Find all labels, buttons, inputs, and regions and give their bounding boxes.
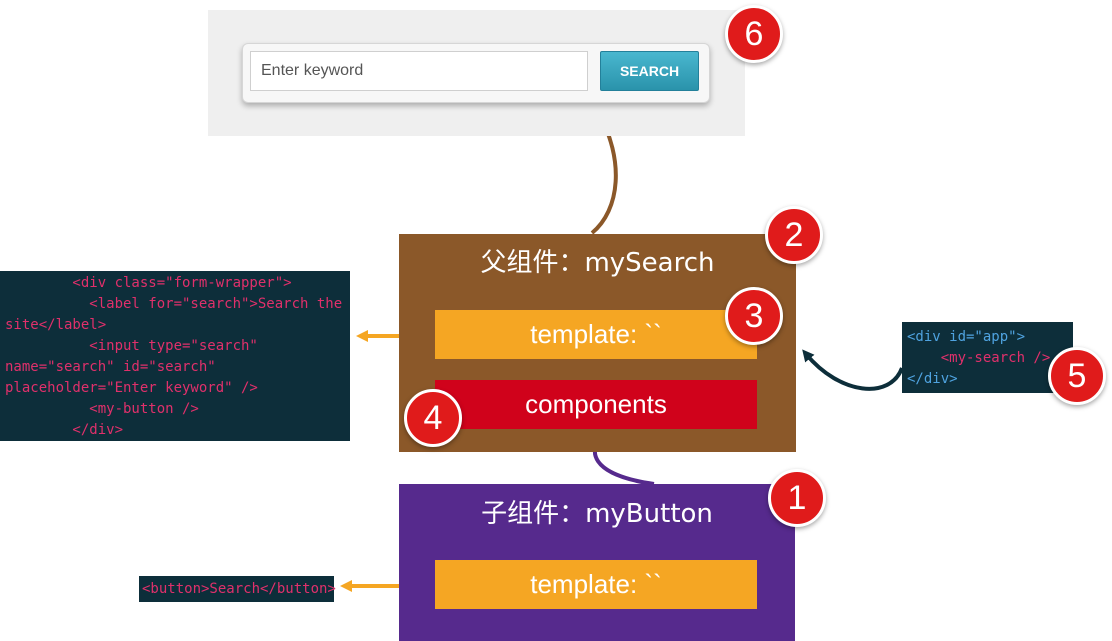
step-badge-1: 1 <box>768 469 826 527</box>
parent-component-title: 父组件：mySearch <box>480 248 715 278</box>
step-badge-2: 2 <box>765 206 823 264</box>
app-code-panel: <div id="app"> <my-search /> </div> <box>902 322 1073 393</box>
search-input[interactable] <box>250 51 588 91</box>
code-line: <my-button /> <box>5 401 199 417</box>
button-code-panel: <button>Search</button> <box>139 576 336 602</box>
code-line: <my-search /> <box>907 350 1051 366</box>
parent-components-block: components <box>435 380 757 429</box>
code-line: placeholder="Enter keyword" /> <box>5 380 258 396</box>
code-line: </div> <box>907 371 958 387</box>
code-line: </div> <box>5 422 124 438</box>
search-button[interactable]: SEARCH <box>600 51 699 91</box>
code-line: <input type="search" <box>5 338 258 354</box>
step-badge-3: 3 <box>725 287 783 345</box>
child-template-block: template: `` <box>435 560 757 609</box>
step-badge-5: 5 <box>1048 347 1106 405</box>
parent-template-block: template: `` <box>435 310 757 359</box>
arrow-app-to-parent <box>802 349 904 391</box>
code-line: <div class="form-wrapper"> <box>5 275 292 291</box>
code-line: <label for="search">Search the <box>5 296 343 312</box>
step-badge-4: 4 <box>404 389 462 447</box>
child-component-title: 子组件：myButton <box>481 499 713 529</box>
template-code-panel: <div class="form-wrapper"> <label for="s… <box>0 271 350 441</box>
code-line: <div id="app"> <box>907 329 1026 345</box>
code-line: name="search" id="search" <box>5 359 216 375</box>
code-line: site</label> <box>5 317 107 333</box>
step-badge-6: 6 <box>725 5 783 63</box>
